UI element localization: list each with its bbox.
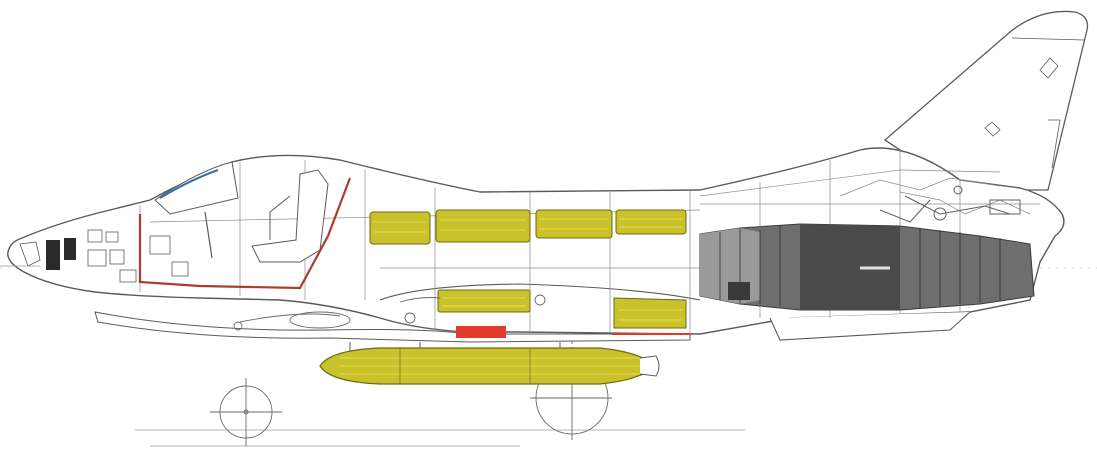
tail-control-mechanism (879, 185, 1021, 223)
nose-avionics-box-1 (46, 240, 60, 270)
fuel-tank-icon (435, 209, 531, 243)
nose-avionics-box-2 (64, 238, 76, 260)
fuselage-fuel-tanks (369, 209, 687, 245)
cockpit-section (0, 161, 352, 290)
fuel-tank-icon (613, 297, 687, 329)
fuel-tank-icon (535, 209, 613, 239)
main-gear-wheel-icon (210, 378, 282, 446)
tail-fin (883, 10, 1089, 191)
fuel-tank-icon (615, 209, 687, 235)
fuel-tank-icon (369, 211, 431, 245)
turbojet-engine-icon (699, 223, 1035, 311)
fuel-tank-icon (437, 289, 531, 313)
red-marker-gear-bay (456, 326, 506, 338)
ground-reference-lines (0, 267, 1097, 447)
belly-fuel-tanks (437, 289, 687, 329)
intake-ducting (233, 294, 546, 331)
drop-tank-icon (319, 347, 660, 385)
